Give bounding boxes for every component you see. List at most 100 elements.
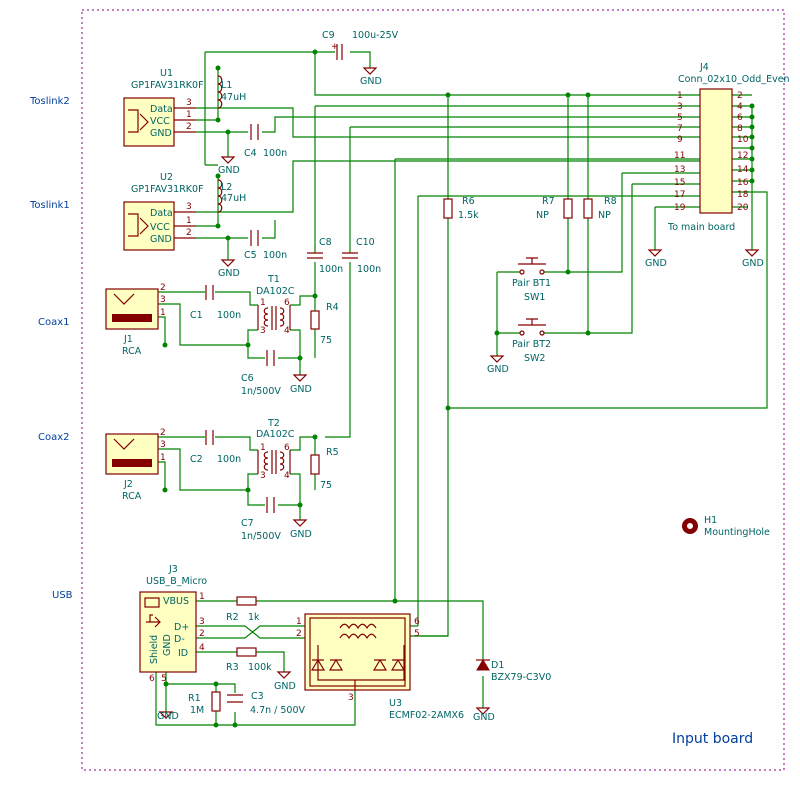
rca-jack-j2: J2 RCA 2 3 1 [105, 428, 166, 502]
capacitor-c8: C8 100n [307, 237, 343, 275]
svg-text:1.5k: 1.5k [458, 210, 479, 221]
svg-text:GND: GND [487, 364, 509, 375]
svg-text:R4: R4 [326, 302, 339, 313]
svg-text:47uH: 47uH [221, 193, 246, 204]
svg-text:Data: Data [150, 208, 173, 219]
capacitor-c1: C1 100n [190, 285, 241, 321]
svg-text:1: 1 [186, 110, 192, 120]
gnd-c4: GND [218, 156, 240, 176]
svg-text:12: 12 [737, 151, 748, 161]
svg-text:GND: GND [473, 712, 495, 723]
gnd-r3: GND [274, 671, 296, 692]
svg-text:J4: J4 [699, 62, 709, 73]
svg-text:3: 3 [186, 202, 192, 212]
svg-text:2: 2 [296, 629, 302, 639]
svg-text:T2: T2 [267, 418, 280, 429]
svg-text:9: 9 [677, 135, 683, 145]
svg-text:13: 13 [674, 165, 685, 175]
optical-receiver-u2: U2 GP1FAV31RK0F Data VCC GND 3 1 2 [123, 172, 204, 251]
svg-text:U2: U2 [160, 172, 173, 183]
svg-text:GND: GND [742, 258, 764, 269]
svg-text:R1: R1 [188, 693, 201, 704]
svg-text:MountingHole: MountingHole [704, 527, 770, 538]
svg-text:C5: C5 [244, 250, 257, 261]
svg-text:GND: GND [162, 634, 173, 656]
svg-text:D1: D1 [491, 660, 504, 671]
inductor-l2: L2 47uH [217, 179, 246, 213]
svg-text:3: 3 [260, 471, 266, 481]
svg-text:100n: 100n [319, 264, 343, 275]
svg-text:VBUS: VBUS [163, 596, 189, 607]
svg-text:3: 3 [260, 326, 266, 336]
svg-text:ECMF02-2AMX6: ECMF02-2AMX6 [389, 710, 464, 721]
j4-pin-numbers: 1 3 5 7 9 11 13 15 17 19 2 4 6 8 10 12 1… [674, 91, 749, 213]
svg-text:VCC: VCC [150, 222, 170, 233]
svg-text:NP: NP [598, 210, 611, 221]
gnd-j3: GND [157, 711, 179, 722]
svg-text:3: 3 [677, 102, 683, 112]
transformer-t2: T2 DA102C 1 6 3 4 [256, 418, 295, 481]
capacitor-c9: + C9 100u-25V [322, 30, 399, 60]
svg-text:D-: D- [174, 634, 185, 645]
resistor-r2: R2 1k [226, 596, 260, 623]
svg-text:GND: GND [360, 76, 382, 87]
svg-text:GP1FAV31RK0F: GP1FAV31RK0F [131, 80, 204, 91]
svg-text:3: 3 [160, 440, 166, 450]
svg-text:1M: 1M [190, 705, 204, 716]
svg-text:To main board: To main board [667, 222, 735, 233]
net-label-toslink1: Toslink1 [29, 200, 70, 211]
svg-text:1n/500V: 1n/500V [241, 386, 281, 397]
svg-text:BZX79-C3V0: BZX79-C3V0 [491, 672, 551, 683]
transformer-t1: T1 DA102C 1 6 3 4 [256, 274, 295, 336]
svg-text:DA102C: DA102C [256, 429, 295, 440]
esd-filter-u3: U3 ECMF02-2AMX6 1 2 6 5 3 [296, 613, 464, 721]
svg-text:1n/500V: 1n/500V [241, 531, 281, 542]
gnd-j4-19: GND [645, 249, 667, 269]
svg-text:4: 4 [199, 643, 205, 653]
svg-text:4: 4 [737, 102, 743, 112]
svg-text:10: 10 [737, 135, 749, 145]
wires [155, 51, 768, 726]
svg-text:100n: 100n [263, 148, 287, 159]
inductor-l1: L1 47uH [217, 75, 246, 109]
gnd-j4-right: GND [742, 249, 764, 269]
svg-text:Shield: Shield [149, 635, 160, 664]
svg-text:U1: U1 [160, 68, 173, 79]
svg-text:1: 1 [160, 453, 166, 463]
svg-text:+: + [331, 42, 339, 52]
switch-sw2: Pair BT2 SW2 [512, 318, 551, 364]
svg-text:Data: Data [150, 104, 173, 115]
svg-text:USB_B_Micro: USB_B_Micro [146, 576, 207, 587]
svg-text:SW1: SW1 [524, 292, 545, 303]
mounting-hole-h1: H1 MountingHole [682, 515, 770, 538]
svg-text:SW2: SW2 [524, 353, 545, 364]
svg-text:J1: J1 [123, 334, 133, 345]
svg-text:8: 8 [737, 124, 743, 134]
svg-text:3: 3 [199, 617, 205, 627]
svg-text:3: 3 [348, 693, 354, 703]
svg-text:5: 5 [414, 629, 420, 639]
svg-text:R6: R6 [462, 196, 475, 207]
gnd-coax2: GND [290, 519, 312, 540]
svg-text:R5: R5 [326, 447, 339, 458]
svg-text:D+: D+ [174, 622, 189, 633]
svg-text:1: 1 [260, 443, 266, 453]
svg-text:2: 2 [160, 283, 166, 293]
svg-text:7: 7 [677, 124, 683, 134]
svg-text:C4: C4 [244, 148, 257, 159]
svg-text:NP: NP [536, 210, 549, 221]
svg-text:C9: C9 [322, 30, 335, 41]
svg-text:2: 2 [737, 91, 743, 101]
svg-text:1: 1 [186, 216, 192, 226]
svg-text:14: 14 [737, 165, 749, 175]
resistor-r1: R1 1M [188, 691, 221, 716]
svg-text:2: 2 [186, 228, 192, 238]
svg-text:GND: GND [290, 384, 312, 395]
svg-text:6: 6 [284, 298, 290, 308]
svg-text:100u-25V: 100u-25V [352, 30, 399, 41]
gnd-d1: GND [473, 707, 495, 723]
svg-text:4: 4 [284, 326, 290, 336]
rca-jack-j1: J1 RCA 2 3 1 [105, 283, 166, 357]
svg-text:VCC: VCC [150, 116, 170, 127]
svg-text:100n: 100n [263, 250, 287, 261]
